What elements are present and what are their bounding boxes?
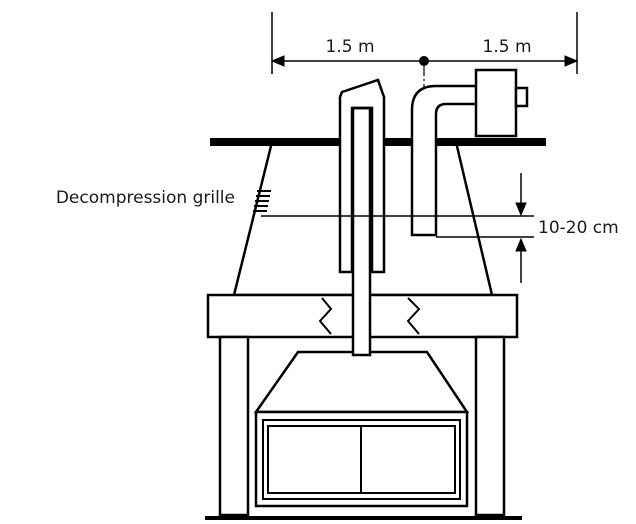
clearance-arrowhead-top <box>515 202 527 217</box>
column-left <box>218 335 250 517</box>
dimension-label-right: 1.5 m <box>483 37 532 57</box>
fireplace-insert <box>253 350 470 508</box>
flue-pipe <box>351 106 372 357</box>
clearance-label: 10-20 cm <box>538 218 619 238</box>
insert-hood <box>253 350 470 414</box>
column-right <box>474 335 506 517</box>
extraction-duct <box>410 68 529 237</box>
break-mark-right <box>406 297 421 335</box>
break-mark-left <box>318 297 333 335</box>
fan-box <box>474 68 518 138</box>
clearance-arrowhead-bottom <box>515 237 527 252</box>
dimension-arrowhead-right <box>564 55 579 67</box>
grille-label: Decompression grille <box>56 188 235 208</box>
dimension-arrowhead-left <box>270 55 285 67</box>
decompression-grille <box>253 190 271 212</box>
clearance-dimension <box>261 173 534 283</box>
dimension-line-top <box>270 12 579 74</box>
chimney-flue <box>338 78 386 357</box>
dimension-center-dot <box>419 56 429 66</box>
dimension-label-left: 1.5 m <box>326 37 375 57</box>
support-columns <box>218 335 506 517</box>
insert-glass-door <box>267 425 456 494</box>
fan-motor <box>514 86 529 108</box>
